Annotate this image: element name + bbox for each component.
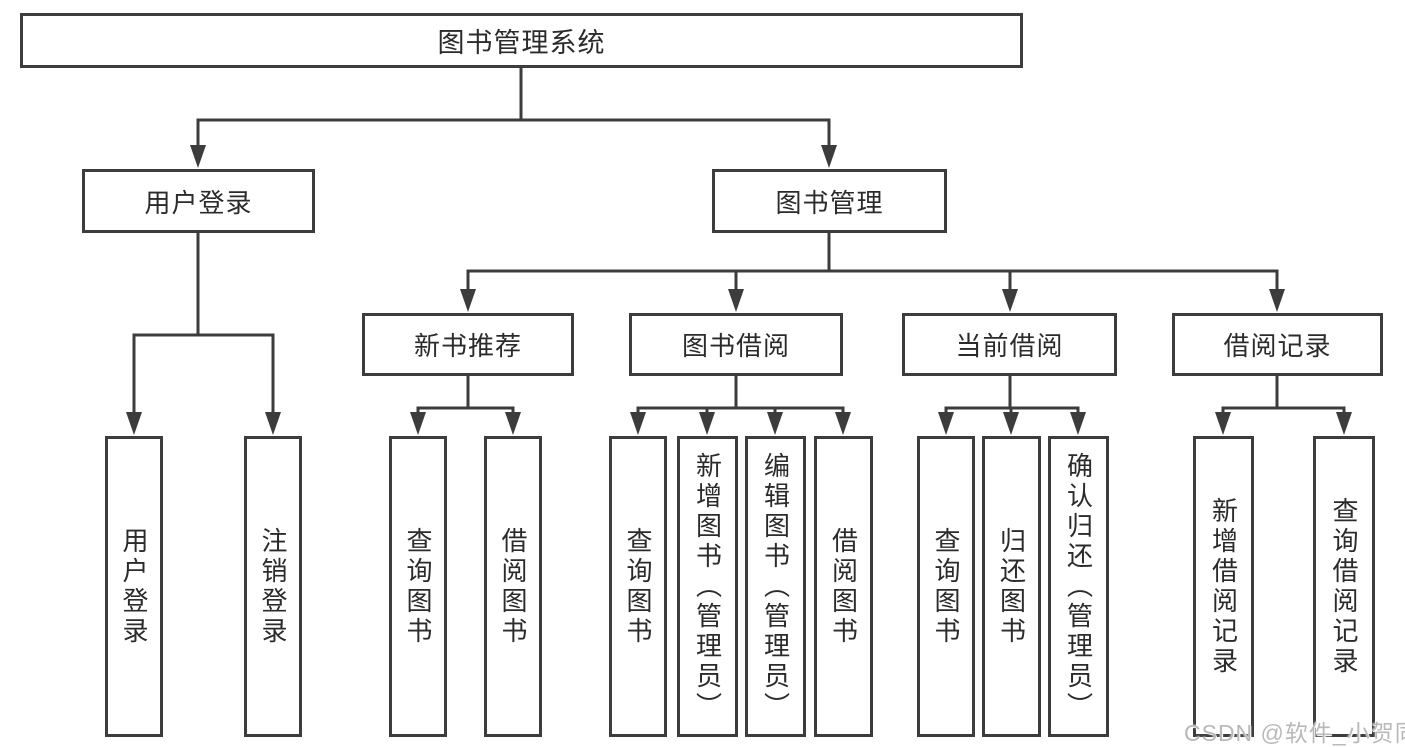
leaf-label: 新增图书（管理员） (692, 451, 723, 722)
leaf-return-books: 归还图书 (982, 436, 1041, 737)
node-label: 图书借阅 (681, 331, 790, 361)
leaf-edit-books-admin: 编辑图书（管理员） (745, 436, 806, 737)
leaf-confirm-return-admin: 确认归还（管理员） (1048, 436, 1109, 737)
leaf-label: 查询图书 (931, 526, 961, 647)
leaf-label: 归还图书 (996, 526, 1027, 647)
node-label: 图书管理系统 (437, 28, 606, 58)
node-book-borrow: 图书借阅 (629, 313, 843, 376)
node-current-borrow: 当前借阅 (902, 313, 1117, 376)
leaf-query-books-recommend: 查询图书 (389, 436, 447, 737)
leaf-label: 借阅图书 (498, 526, 528, 647)
leaf-user-login: 用户登录 (105, 436, 163, 737)
csdn-watermark: CSDN @软件_小贺同学 (1184, 720, 1405, 746)
node-book-management: 图书管理 (712, 169, 947, 233)
leaf-label: 查询图书 (403, 526, 433, 647)
leaf-label: 确认归还（管理员） (1063, 451, 1094, 722)
arrowhead-icons (126, 145, 1352, 435)
node-label: 图书管理 (775, 187, 884, 218)
leaf-label: 新增借阅记录 (1208, 496, 1239, 677)
node-user-login: 用户登录 (82, 169, 315, 233)
leaf-query-books-current: 查询图书 (917, 436, 975, 737)
node-new-book-recommend: 新书推荐 (362, 313, 574, 376)
leaf-query-books-borrow: 查询图书 (609, 436, 667, 737)
leaf-label: 注销登录 (258, 526, 288, 647)
leaf-label: 查询图书 (623, 526, 653, 647)
leaf-label: 借阅图书 (828, 526, 859, 647)
node-label: 借阅记录 (1223, 331, 1332, 361)
leaf-label: 编辑图书（管理员） (760, 451, 791, 722)
leaf-add-books-admin: 新增图书（管理员） (677, 436, 738, 737)
leaf-label: 查询借阅记录 (1329, 496, 1359, 677)
leaf-borrow-books-recommend: 借阅图书 (484, 436, 542, 737)
node-borrow-records: 借阅记录 (1172, 313, 1383, 376)
leaf-query-borrow-record: 查询借阅记录 (1313, 436, 1375, 737)
node-label: 用户登录 (144, 187, 253, 218)
leaf-label: 用户登录 (119, 526, 149, 647)
leaf-logout: 注销登录 (244, 436, 302, 737)
leaf-add-borrow-record: 新增借阅记录 (1193, 436, 1254, 737)
node-label: 新书推荐 (413, 331, 522, 361)
node-library-management-system: 图书管理系统 (20, 13, 1023, 68)
leaf-borrow-books: 借阅图书 (814, 436, 873, 737)
node-label: 当前借阅 (955, 331, 1064, 361)
